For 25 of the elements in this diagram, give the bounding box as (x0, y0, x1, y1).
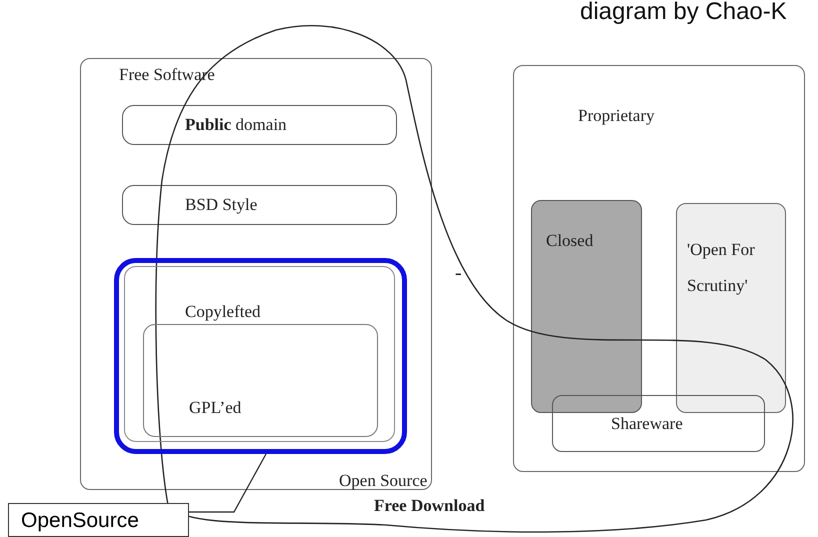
category-box (676, 203, 786, 413)
category-box (122, 105, 397, 145)
category-box (143, 324, 378, 437)
box-title: OpenSource (21, 509, 139, 533)
box-label: Open Source (339, 471, 428, 491)
box-title: BSD Style (185, 195, 258, 215)
callout-box (8, 503, 189, 537)
box-title: Closed (546, 231, 594, 251)
attribution-text: diagram by Chao-K (580, 0, 787, 26)
box-title: Shareware (611, 414, 683, 434)
category-box (513, 65, 805, 472)
box-title: Public domain (185, 115, 287, 135)
box-title: Proprietary (578, 106, 654, 126)
box-title: GPL’ed (189, 398, 242, 418)
category-box (552, 395, 765, 452)
leader-line (189, 454, 267, 513)
box-title: 'Open For Scrutiny' (687, 239, 756, 297)
category-box (531, 200, 642, 413)
highlight-outline (114, 258, 407, 454)
category-box (80, 58, 432, 490)
minus-sign: - (455, 262, 462, 285)
box-title: Copylefted (185, 302, 261, 322)
category-box (122, 185, 397, 225)
region-label: Free Download (374, 496, 485, 516)
category-box (124, 266, 395, 442)
